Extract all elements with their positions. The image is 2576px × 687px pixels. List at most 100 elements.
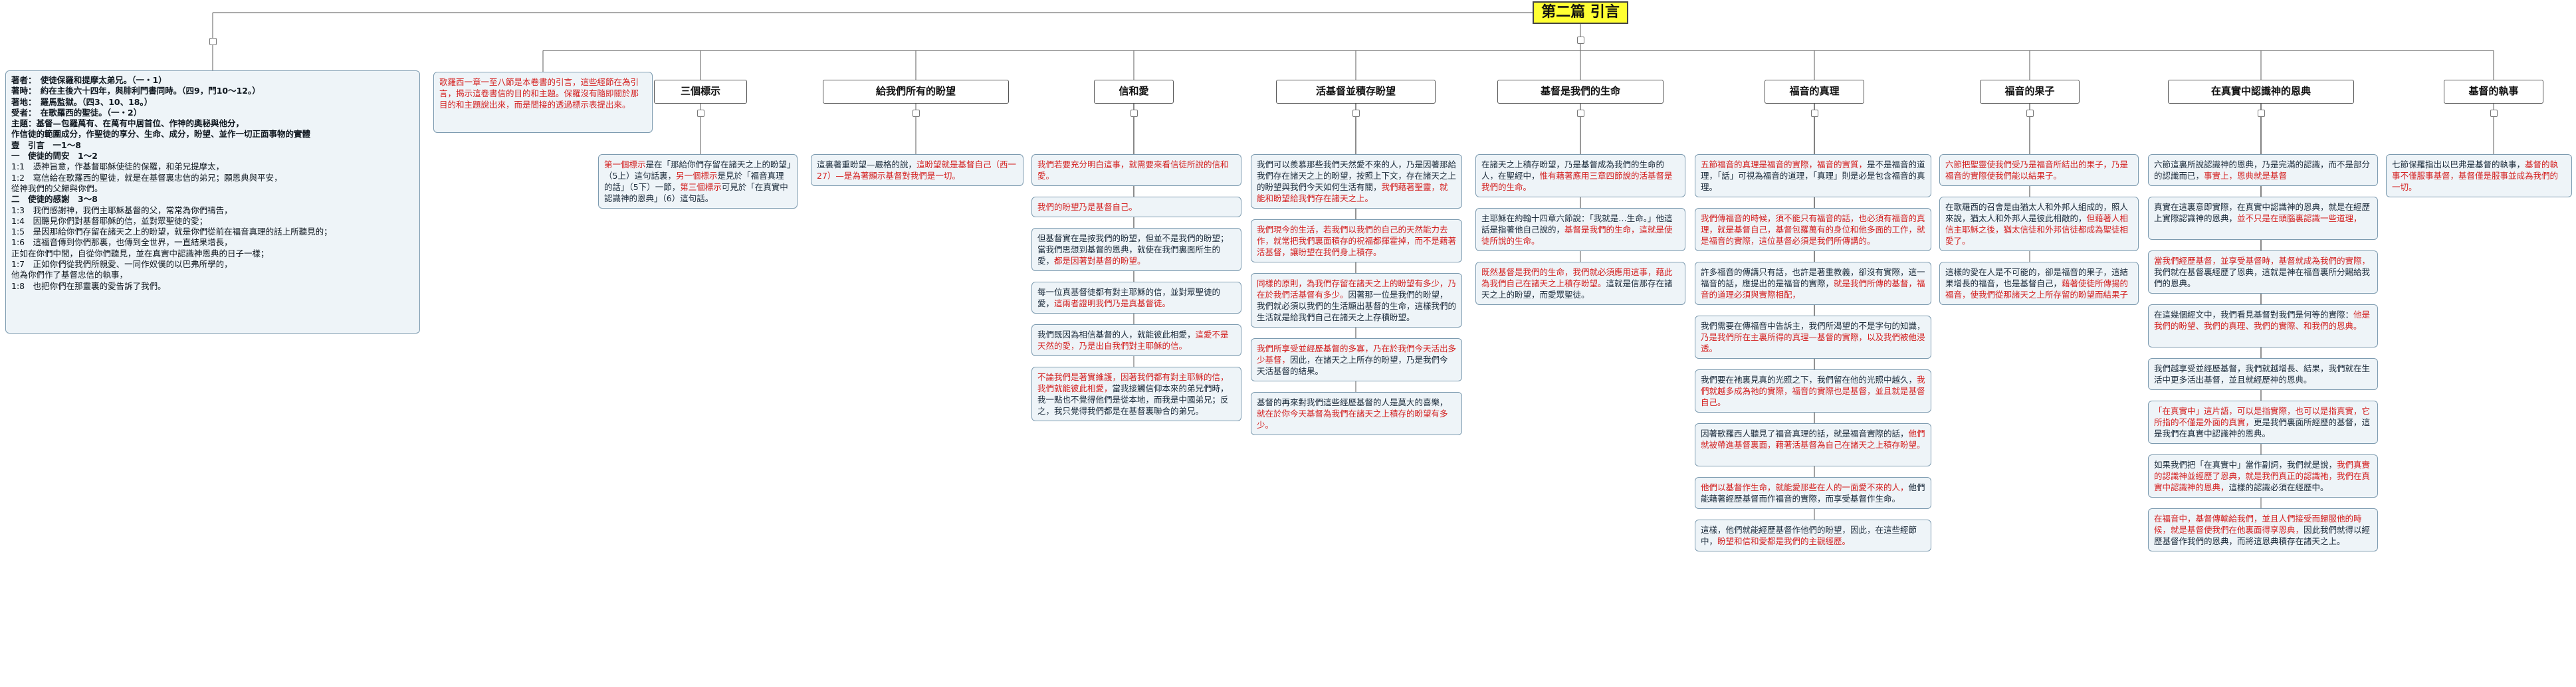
overview-line: 一 使徒的問安 1～2 — [11, 151, 98, 161]
branch-collapse-toggle[interactable] — [2490, 110, 2498, 117]
branch-note: 五節福音的真理是福音的實際，福音的實質，是不是福音的道理，「話」可視為福音的道理… — [1695, 154, 1931, 197]
note-text-segment: 七節保羅指出以巴弗是基督的執事， — [2392, 159, 2525, 169]
note-text-segment: 這樣的認識必須在經歷中。 — [2228, 482, 2329, 492]
branch-node[interactable]: 三個標示 — [654, 80, 747, 104]
overview-line: 1:8 也把你們在那靈裏的愛告訴了我們。 — [11, 280, 166, 291]
note-text-segment: 這就是使徒所說的生命。 — [1481, 225, 1673, 246]
note-text-segment: 基督的再來對我們這些經歷基督的人是莫大的喜樂， — [1257, 397, 1448, 407]
note-text-segment: 就在於你今天基督為我們在諸天之上積存的盼望有多少。 — [1257, 409, 1448, 430]
note-text-segment: 我們現今的生活，若我們以我們的自己的天然能力去作，就常把我們裏面積存的祝福都揮霍… — [1257, 225, 1457, 257]
branch-node[interactable]: 給我們所有的盼望 — [823, 80, 1009, 104]
overview-line: 他為你們作了基督忠信的執事， — [11, 270, 128, 280]
book-overview-note: 著者： 使徒保羅和提摩太弟兄。（一・1）著時： 約在主後六十四年，與腓利門書同時… — [5, 70, 420, 334]
branch-collapse-toggle[interactable] — [2258, 110, 2265, 117]
note-text-segment: 在歌羅西的召會是由猶太人和外邦人組成的，照人來說，猶太人和外邦人是彼此相敵的， — [1945, 202, 2129, 223]
note-text-segment: 在諸天之上積存盼望，乃是基督成為我們的生命的人，在聖經中， — [1481, 159, 1665, 181]
note-text-segment: 如果我們把「在真實中」當作副詞，我們就是說， — [2154, 460, 2337, 470]
note-text-segment: 我們的盼望乃是基督自己。 — [1037, 202, 1138, 212]
root-node[interactable]: 第二篇 引言 — [1533, 1, 1628, 24]
branch-node[interactable]: 福音的真理 — [1765, 80, 1864, 104]
note-text-segment: 主耶穌在約翰十四章六節說：「我就是…生命。」他這話是指著他自己說的， — [1481, 213, 1673, 235]
branch-note: 我們既因為相信基督的人，就能彼此相愛，這愛不是天然的愛，乃是出自我們對主耶穌的信… — [1031, 324, 1241, 356]
branch-note: 主耶穌在約翰十四章六節說：「我就是…生命。」他這話是指著他自己說的，基督是我們的… — [1475, 208, 1685, 251]
branch-note: 許多福音的傳講只有話，也許是著重教義，卻沒有實際，這一福音的話，應提出的是福音的… — [1695, 262, 1931, 305]
note-text-segment: 他們能藉著經歷基督而作福音的實際，而享受基督作生命。 — [1701, 482, 1925, 504]
note-text-segment: 因著歌羅西人聽見了福音真理的話，就是福音實際的話， — [1701, 429, 1909, 439]
branch-note: 「在真實中」這片語，可以是指實際，也可以是指真實，它所指的不僅是外面的真實，更是… — [2148, 401, 2378, 444]
note-text-segment: 就是我們所傳的基督，福音的道理必須與實際相配， — [1701, 278, 1925, 300]
branch-collapse-toggle[interactable] — [912, 110, 920, 117]
branch-node[interactable]: 在真實中認識神的恩典 — [2168, 80, 2354, 104]
overview-line: 1:2 寫信給在歌羅西的聖徒，就是在基督裏忠信的弟兄；願恩典與平安， — [11, 172, 282, 183]
overview-line: 1:1 憑神旨意，作基督耶穌使徒的保羅，和弟兄提摩太， — [11, 161, 225, 172]
branch-note: 我們現今的生活，若我們以我們的自己的天然能力去作，就常把我們裏面積存的祝福都揮霍… — [1251, 219, 1462, 262]
overview-line: 作信徒的範圍成分，作聖徒的享分、生命、成分，盼望、並作一切正面事物的實體 — [11, 129, 311, 140]
branch-note: 不論我們是著實維護，因著我們都有對主耶穌的信，我們就能彼此相愛，當我接觸信仰本來… — [1031, 367, 1241, 421]
branch-node[interactable]: 福音的果子 — [1980, 80, 2080, 104]
note-text-segment: 我們就在基督裏經歷了恩典，這就是神在福音裏所分賜給我們的恩典。 — [2154, 267, 2371, 288]
note-text-segment: 這樣的愛在人是不可能的，卻是福音的果子，這結果增長的福音，也是基督自己， — [1945, 267, 2129, 288]
note-text-segment: 另一個標示 — [675, 171, 718, 181]
note-text-segment: 這裏著重盼望—嚴格的說， — [817, 159, 917, 169]
note-text-segment: 並不只是在頭腦裏認識一些道理， — [2237, 213, 2362, 223]
branch-note: 在福音中，基督傳輸給我們，並且人們接受而歸服他的時候，就是基督使我們在他裏面得享… — [2148, 508, 2378, 551]
root-collapse-toggle[interactable] — [1577, 37, 1584, 44]
note-text-segment: 我們要在祂裏見真的光照之下，我們留在他的光照中越久， — [1701, 375, 1917, 385]
note-text-segment: 這樣，他們就能經歷基督作他們的盼望，因此，在這些經節中， — [1701, 525, 1917, 546]
note-text-segment: 是見於「福音真理的話」（5下）一節， — [604, 171, 784, 192]
note-text-segment: 基督是我們的生命， — [1564, 225, 1640, 235]
branch-note: 七節保羅指出以巴弗是基督的執事，基督的執事不僅服事基督，基督僅是服事並成為我們的… — [2386, 154, 2572, 197]
branch-note: 他們以基督作生命，就能愛那些在人的一面愛不來的人，他們能藉著經歷基督而作福音的實… — [1695, 477, 1931, 509]
note-text-segment: 更是我們裏面所經歷的基督，這是我們在真實中認識神的恩典。 — [2154, 417, 2371, 439]
branch-collapse-toggle[interactable] — [1811, 110, 1818, 117]
branch-node[interactable]: 活基督並積存盼望 — [1276, 80, 1436, 104]
note-text-segment: 他們以基督作生命，就能愛那些在人的一面愛不來的人， — [1701, 482, 1909, 492]
branch-node[interactable]: 信和愛 — [1094, 80, 1174, 104]
branch-collapse-toggle[interactable] — [1130, 110, 1138, 117]
branch-node[interactable]: 基督是我們的生命 — [1497, 80, 1664, 104]
overview-line: 壹 引言 一1～8 — [11, 140, 81, 150]
branch-note: 我們越享受並經歷基督，我們就越增長、結果，我們就在生活中更多活出基督，並且就經歷… — [2148, 358, 2378, 390]
note-text-segment: 這盼望就是基督自己（西一27）—是為著顯示基督對我們是一切。 — [817, 159, 1017, 181]
note-text-segment: 五節福音的真理是福音的實際，福音的實質， — [1701, 159, 1868, 169]
branch-note: 第一個標示是在「那給你們存留在諸天之上的盼望」（5上）這句話裏，另一個標示是見於… — [598, 154, 798, 209]
note-text-segment: 這愛不是天然的愛，乃是出自我們對主耶穌的信。 — [1037, 330, 1229, 351]
note-text-segment: 是在「那給你們存留在諸天之上的盼望」（5上）這句話裏， — [604, 159, 792, 181]
note-text-segment: 我們就越多成為祂的實際，福音的實際也是基督，並且就是基督自己。 — [1701, 375, 1925, 407]
note-text-segment: 我們所享受並經歷基督的多寡，乃在於我們今天活出多少基督， — [1257, 344, 1457, 365]
note-text-segment: 我們傳福音的時候，須不能只有福音的話，也必須有福音的真理，就是基督自己，基督包羅… — [1701, 213, 1925, 246]
note-text-segment: 我們藉著聖靈，就能和盼望給我們存在諸天之上。 — [1257, 182, 1448, 203]
branch-note: 基督的再來對我們這些經歷基督的人是莫大的喜樂， 就在於你今天基督為我們在諸天之上積… — [1251, 392, 1462, 435]
note-text-segment: 因此，在諸天之上所存的盼望，乃是我們今天活基督的結果。 — [1257, 355, 1448, 376]
branch-note: 每一位真基督徒都有對主耶穌的信，並對眾聖徒的愛，這兩者證明我們乃是真基督徒。 — [1031, 282, 1241, 314]
note-text-segment: 六節把聖靈使我們受乃是福音所結出的果子， — [1945, 159, 2112, 169]
branch-note: 既然基督是我們的生命，我們就必須應用這事，藉此為我們自己在諸天之上積存盼望。這就… — [1475, 262, 1685, 305]
note-text-segment: 乃是我們所在主裏所得的真理—基督的實際，以及我們被他浸透。 — [1701, 332, 1925, 353]
note-text-segment: 不論我們是著實維護，因著我們都有對主耶穌的信，我們就能彼此相愛， — [1037, 372, 1229, 393]
branch-note: 我們若要充分明白這事，就需要來看信徒所說的信和愛。 — [1031, 154, 1241, 186]
note-text-segment: 歌羅西一章一至八節是本卷書的引言，這些經節在為引言，揭示這卷書信的目的和主題。保… — [439, 77, 639, 110]
overview-line: 著地： 羅馬監獄。（四3、10、18。） — [11, 96, 153, 107]
overview-line: 著者： 使徒保羅和提摩太弟兄。（一・1） — [11, 75, 167, 85]
note-text-segment: 許多福音的傳講只有話，也許是著重教義，卻沒有實際，這一福音的話，應提出的是福音的… — [1701, 267, 1925, 288]
note-text-segment: 他是我們的盼望、我們的真理、我們的實際、和我們的恩典。 — [2154, 310, 2371, 331]
branch-collapse-toggle[interactable] — [1352, 110, 1360, 117]
note-text-segment: 基督的執事不僅服事基督，基督僅是服事並成為我們的一切。 — [2392, 159, 2559, 192]
overview-line: 1:6 這福音傳到你們那裏，也傳到全世界，一直結果增長， — [11, 237, 233, 248]
branch-note: 這樣，他們就能經歷基督作他們的盼望，因此，在這些經節中，盼望和信和愛都是我們的主… — [1695, 520, 1931, 551]
branch-note: 我們的盼望乃是基督自己。 — [1031, 197, 1241, 217]
note-text-segment: 但藉著人相信主耶穌之後，猶太信徒和外邦信徒都成為聖徒相愛了。 — [1945, 213, 2129, 246]
overview-line: 1:5 是因那給你們存留在諸天之上的盼望，就是你們從前在福音真理的話上所聽見的； — [11, 227, 332, 237]
note-text-segment: 在這幾個經文中，我們看見基督對我們是何等的實際： — [2154, 310, 2354, 320]
note-text-segment: 六節這裏所說認識神的恩典，乃是完滿的認識，而不是部分的認識而已， — [2154, 159, 2371, 181]
note-text-segment: 他們就被帶進基督裏面，藉著活基督為自己在諸天之上積存盼望。 — [1701, 429, 1925, 450]
branch-collapse-toggle[interactable] — [697, 110, 704, 117]
branch-collapse-toggle[interactable] — [2026, 110, 2034, 117]
branch-node[interactable]: 基督的執事 — [2444, 80, 2543, 104]
collapse-toggle[interactable] — [209, 38, 217, 45]
note-text-segment: 我們需要在傳福音中告訴主，我們所渴望的不是字句的知識， — [1701, 321, 1925, 331]
branch-note: 這裏著重盼望—嚴格的說，這盼望就是基督自己（西一27）—是為著顯示基督對我們是一… — [811, 154, 1023, 186]
note-text-segment: 在福音中，基督傳輸給我們，並且人們接受而歸服他的時候，就是基督使我們在他裏面得享… — [2154, 514, 2362, 535]
branch-collapse-toggle[interactable] — [1577, 110, 1584, 117]
note-text-segment: 第一個標示 — [604, 159, 646, 169]
